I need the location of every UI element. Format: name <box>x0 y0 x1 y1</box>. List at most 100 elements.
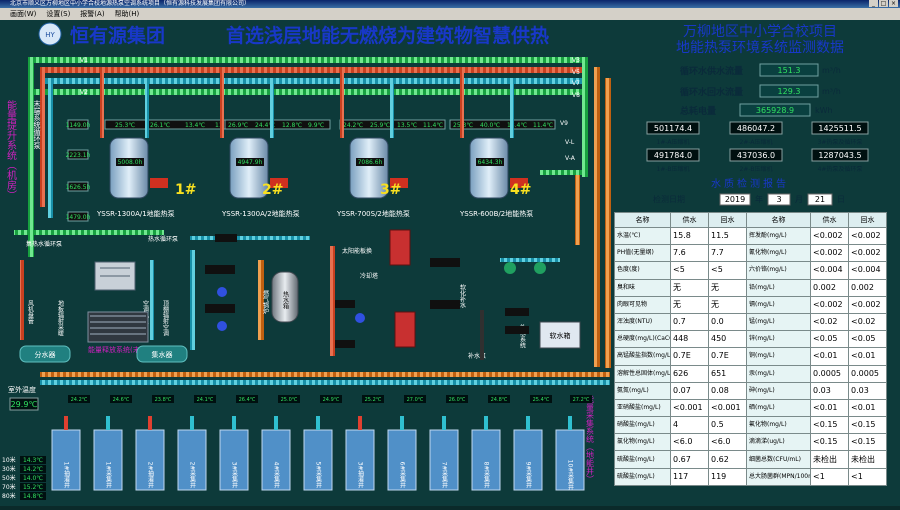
company-name: 恒有源集团 <box>70 24 165 47</box>
parameter-value: 无 <box>670 295 709 314</box>
well[interactable]: 7#采集井 <box>429 416 459 491</box>
well-temp: 24.6℃ <box>113 397 130 403</box>
pipe-right-orange <box>594 67 600 367</box>
meter-box <box>646 148 700 162</box>
heat-pump-model: YSSR-1300A/1地能热泵 <box>96 209 175 218</box>
end-pump-label: 末端系统循环泵 <box>33 99 41 149</box>
company-logo <box>38 22 62 46</box>
parameter-name: 滴滴涕(ug/L) <box>746 433 811 452</box>
pipe-return-header <box>40 78 585 84</box>
minimize-button[interactable]: _ <box>869 0 878 7</box>
meter-box <box>811 121 869 135</box>
status-indicator <box>510 178 528 188</box>
menu-bar: 画面(W) 设置(S) 报警(A) 帮助(H) <box>0 8 900 20</box>
parameter-value: 7.7 <box>708 244 747 263</box>
well[interactable]: 9#采集井 <box>513 416 543 491</box>
pipe-left-supply <box>40 67 45 207</box>
table-row: 肉眼可见物无无镉(mg/L)<0.002<0.002 <box>614 295 887 314</box>
svg-text:V2: V2 <box>80 89 88 96</box>
well[interactable]: 10#采集井 <box>555 416 585 492</box>
parameter-value: 450 <box>708 330 747 349</box>
parameter-name: 锌(mg/L) <box>746 330 811 349</box>
parameter-value: 0.7E <box>708 347 747 366</box>
power-label: 总耗电量 <box>680 105 716 117</box>
floor-heat-label: 地板辐射采暖 <box>57 299 64 337</box>
maximize-button[interactable]: □ <box>879 0 888 7</box>
well-temp: 25.2℃ <box>365 397 382 403</box>
well-label: 3#采集井 <box>231 462 238 490</box>
sensor-t1: 24.2℃ <box>343 122 363 129</box>
sensor-t3: 13.5℃ <box>397 122 417 129</box>
well-label: 1#采集井 <box>105 462 112 490</box>
return-flow-unit: m³/h <box>822 87 841 96</box>
menu-item-settings[interactable]: 设置(S) <box>46 10 71 18</box>
water-tank-icon <box>539 321 581 349</box>
heat-pump-body <box>469 137 509 199</box>
meter-value: 491784.0 <box>654 151 692 160</box>
depth-label: 30米 <box>2 465 16 473</box>
meter-label: 2#-B压缩机 <box>740 165 773 173</box>
heat-pump-2[interactable]: 2223.1h 26.9℃ 24.4℃ 12.8℃ 9.9℃ 4947.9h 2… <box>66 119 331 218</box>
heat-pump-1[interactable]: 1149.0h 25.3℃ 26.1℃ 13.4℃ 11.4℃ 5008.0h … <box>66 119 236 218</box>
temp-readout <box>67 119 89 130</box>
well-label: 8#采集井 <box>483 462 490 490</box>
meter-label: 3#热泵及循环泵 <box>818 138 863 146</box>
energy-lift-label: 能量提升系统（机房） <box>5 99 17 200</box>
well-label: 5#采集井 <box>315 462 322 490</box>
report-month-unit: 月 <box>795 195 803 204</box>
col-return: 回水 <box>708 212 747 228</box>
parameter-value: <6.0 <box>708 433 747 452</box>
parameter-value: 0.5 <box>708 416 747 435</box>
window-titlebar: 北京市顺义区万柳地区中小学合校地源热泵空调系统项目（恒有源科技发展集团有限公司）… <box>0 0 900 8</box>
end-system-label: 能量释放系统(末端) <box>88 345 150 354</box>
menu-item-help[interactable]: 帮助(H) <box>114 10 140 18</box>
well[interactable]: 3#抽灌井 <box>345 416 375 491</box>
sensor-t4: 11.4℃ <box>423 122 443 129</box>
parameter-value: 15.8 <box>670 226 709 246</box>
system-title: 地能热泵环境系统监测数据 <box>676 40 844 56</box>
svg-text:V8: V8 <box>572 92 580 99</box>
sensor-t2: 24.4℃ <box>255 122 275 129</box>
well[interactable]: 1#抽灌井 <box>51 416 81 491</box>
parameter-value: <0.001 <box>708 398 747 418</box>
parameter-name: 水温(℃) <box>614 226 671 246</box>
parameter-name: 氰化物(mg/L) <box>746 244 811 263</box>
depth-label: 50米 <box>2 474 16 482</box>
heat-pump-model: YSSR-700S/2地能热泵 <box>336 209 410 218</box>
svg-text:V9: V9 <box>560 120 568 127</box>
depth-temp: 14.3℃ <box>23 457 43 464</box>
sensor-t4: 11.4℃ <box>533 122 553 129</box>
parameter-name: 臭和味 <box>614 278 671 297</box>
power-readout <box>476 158 504 166</box>
sensor-t4: 9.9℃ <box>308 122 325 129</box>
well[interactable]: 8#采集井 <box>471 416 501 491</box>
pipe-supply-header <box>40 67 585 73</box>
parameter-value: 无 <box>670 278 709 297</box>
parameter-value: <0.15 <box>848 416 887 435</box>
well[interactable]: 4#采集井 <box>261 416 291 491</box>
well-temp: 23.8℃ <box>155 397 172 403</box>
outdoor-temp-label: 室外温度 <box>8 385 36 394</box>
well[interactable]: 3#采集井 <box>219 416 249 491</box>
status-indicator <box>150 178 168 188</box>
well[interactable]: 5#采集井 <box>303 416 333 491</box>
parameter-value: 0.03 <box>810 381 849 400</box>
heat-pump-model: YSSR-600B/2地能热泵 <box>459 209 533 218</box>
menu-item-screen[interactable]: 画面(W) <box>10 10 37 18</box>
pipe-v2 <box>28 89 588 95</box>
parameter-value: 未检出 <box>810 450 849 469</box>
well[interactable]: 6#采集井 <box>387 416 417 491</box>
well[interactable]: 1#采集井 <box>93 416 123 491</box>
well[interactable]: 2#抽灌井 <box>135 416 165 491</box>
close-button[interactable]: × <box>889 0 898 7</box>
heat-pump-4[interactable]: 1479.0h 25.3℃ 40.0℃ 13.4℃ 11.4℃ 6434.3h … <box>66 119 556 222</box>
supply-flow-unit: m³/h <box>822 66 841 75</box>
depth-temp: 14.0℃ <box>23 475 43 482</box>
menu-item-alarm[interactable]: 报警(A) <box>80 10 105 18</box>
pipe-mid-left <box>190 250 195 350</box>
return-flow-box <box>759 84 819 98</box>
well[interactable]: 2#采集井 <box>177 416 207 491</box>
